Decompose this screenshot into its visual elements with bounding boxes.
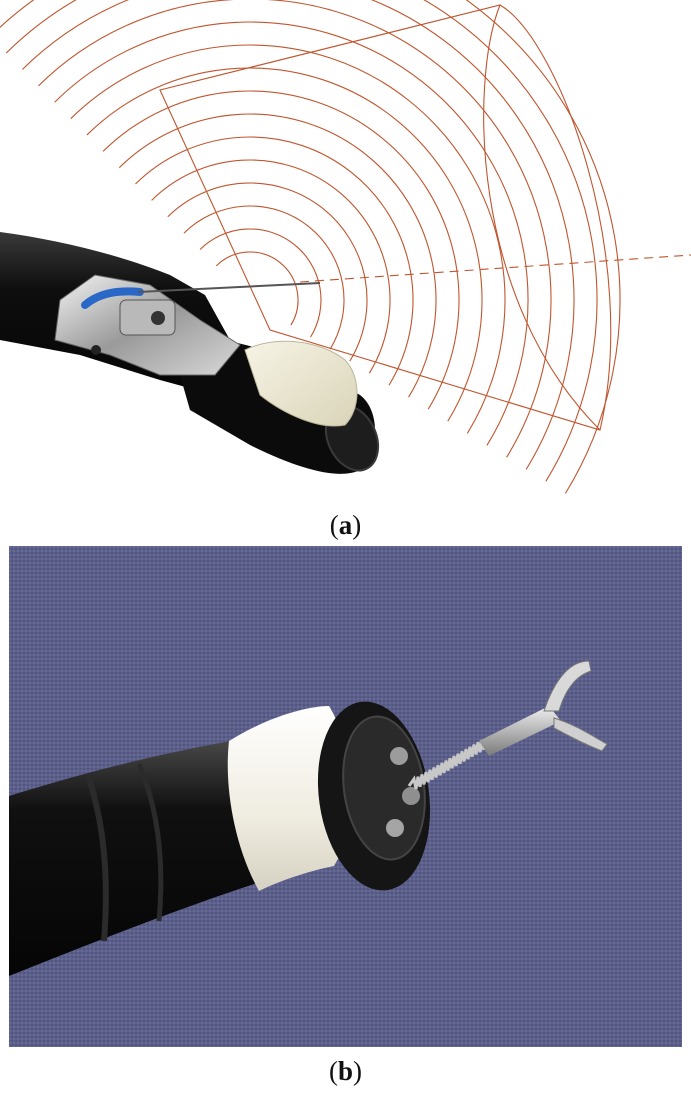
fan-arc	[54, 21, 529, 446]
echoendoscope-curvilinear-illustration	[0, 0, 691, 494]
fna-needle	[137, 282, 321, 293]
panel-b-image	[9, 546, 682, 1047]
fan-arc	[21, 0, 575, 470]
forceps-jaw-upper	[543, 660, 592, 712]
tip-channel	[402, 787, 420, 805]
scope-shaft	[9, 738, 279, 976]
forceps-shaft	[479, 706, 561, 756]
fan-arc	[135, 136, 414, 386]
fan-arc	[102, 90, 460, 410]
fan-arc	[70, 44, 506, 434]
panel-a-image	[0, 0, 691, 505]
fan-cone-edge	[483, 4, 601, 431]
fan-arc	[167, 182, 368, 362]
fan-arc	[118, 113, 437, 398]
ultrasound-transducer	[244, 340, 358, 427]
fan-arc	[151, 159, 391, 374]
fan-arc	[199, 228, 322, 338]
housing-screw	[151, 311, 165, 325]
forceps-spring	[407, 739, 486, 790]
scan-axis-line	[299, 254, 691, 283]
forceps-jaw-lower	[553, 717, 608, 752]
tip-channel	[386, 819, 404, 837]
echoendoscope-radial-photo	[9, 546, 682, 1047]
fan-arc	[5, 0, 598, 482]
ultrasound-fan	[0, 0, 621, 494]
tip-channel	[390, 747, 408, 765]
shaft-ring	[136, 763, 164, 922]
fan-boundary	[159, 4, 612, 431]
fan-arc	[183, 205, 345, 350]
fan-arc	[215, 251, 299, 326]
housing-screw	[91, 345, 101, 355]
elevator-window	[119, 299, 176, 336]
shaft-ring	[86, 777, 109, 942]
fan-arc	[86, 67, 483, 422]
balloon-band	[227, 706, 351, 891]
fan-arc	[38, 0, 552, 458]
caption-a: (a)	[329, 510, 362, 540]
needle-sheath	[81, 287, 144, 309]
scope-tip	[170, 338, 375, 474]
caption-b: (b)	[328, 1056, 363, 1086]
